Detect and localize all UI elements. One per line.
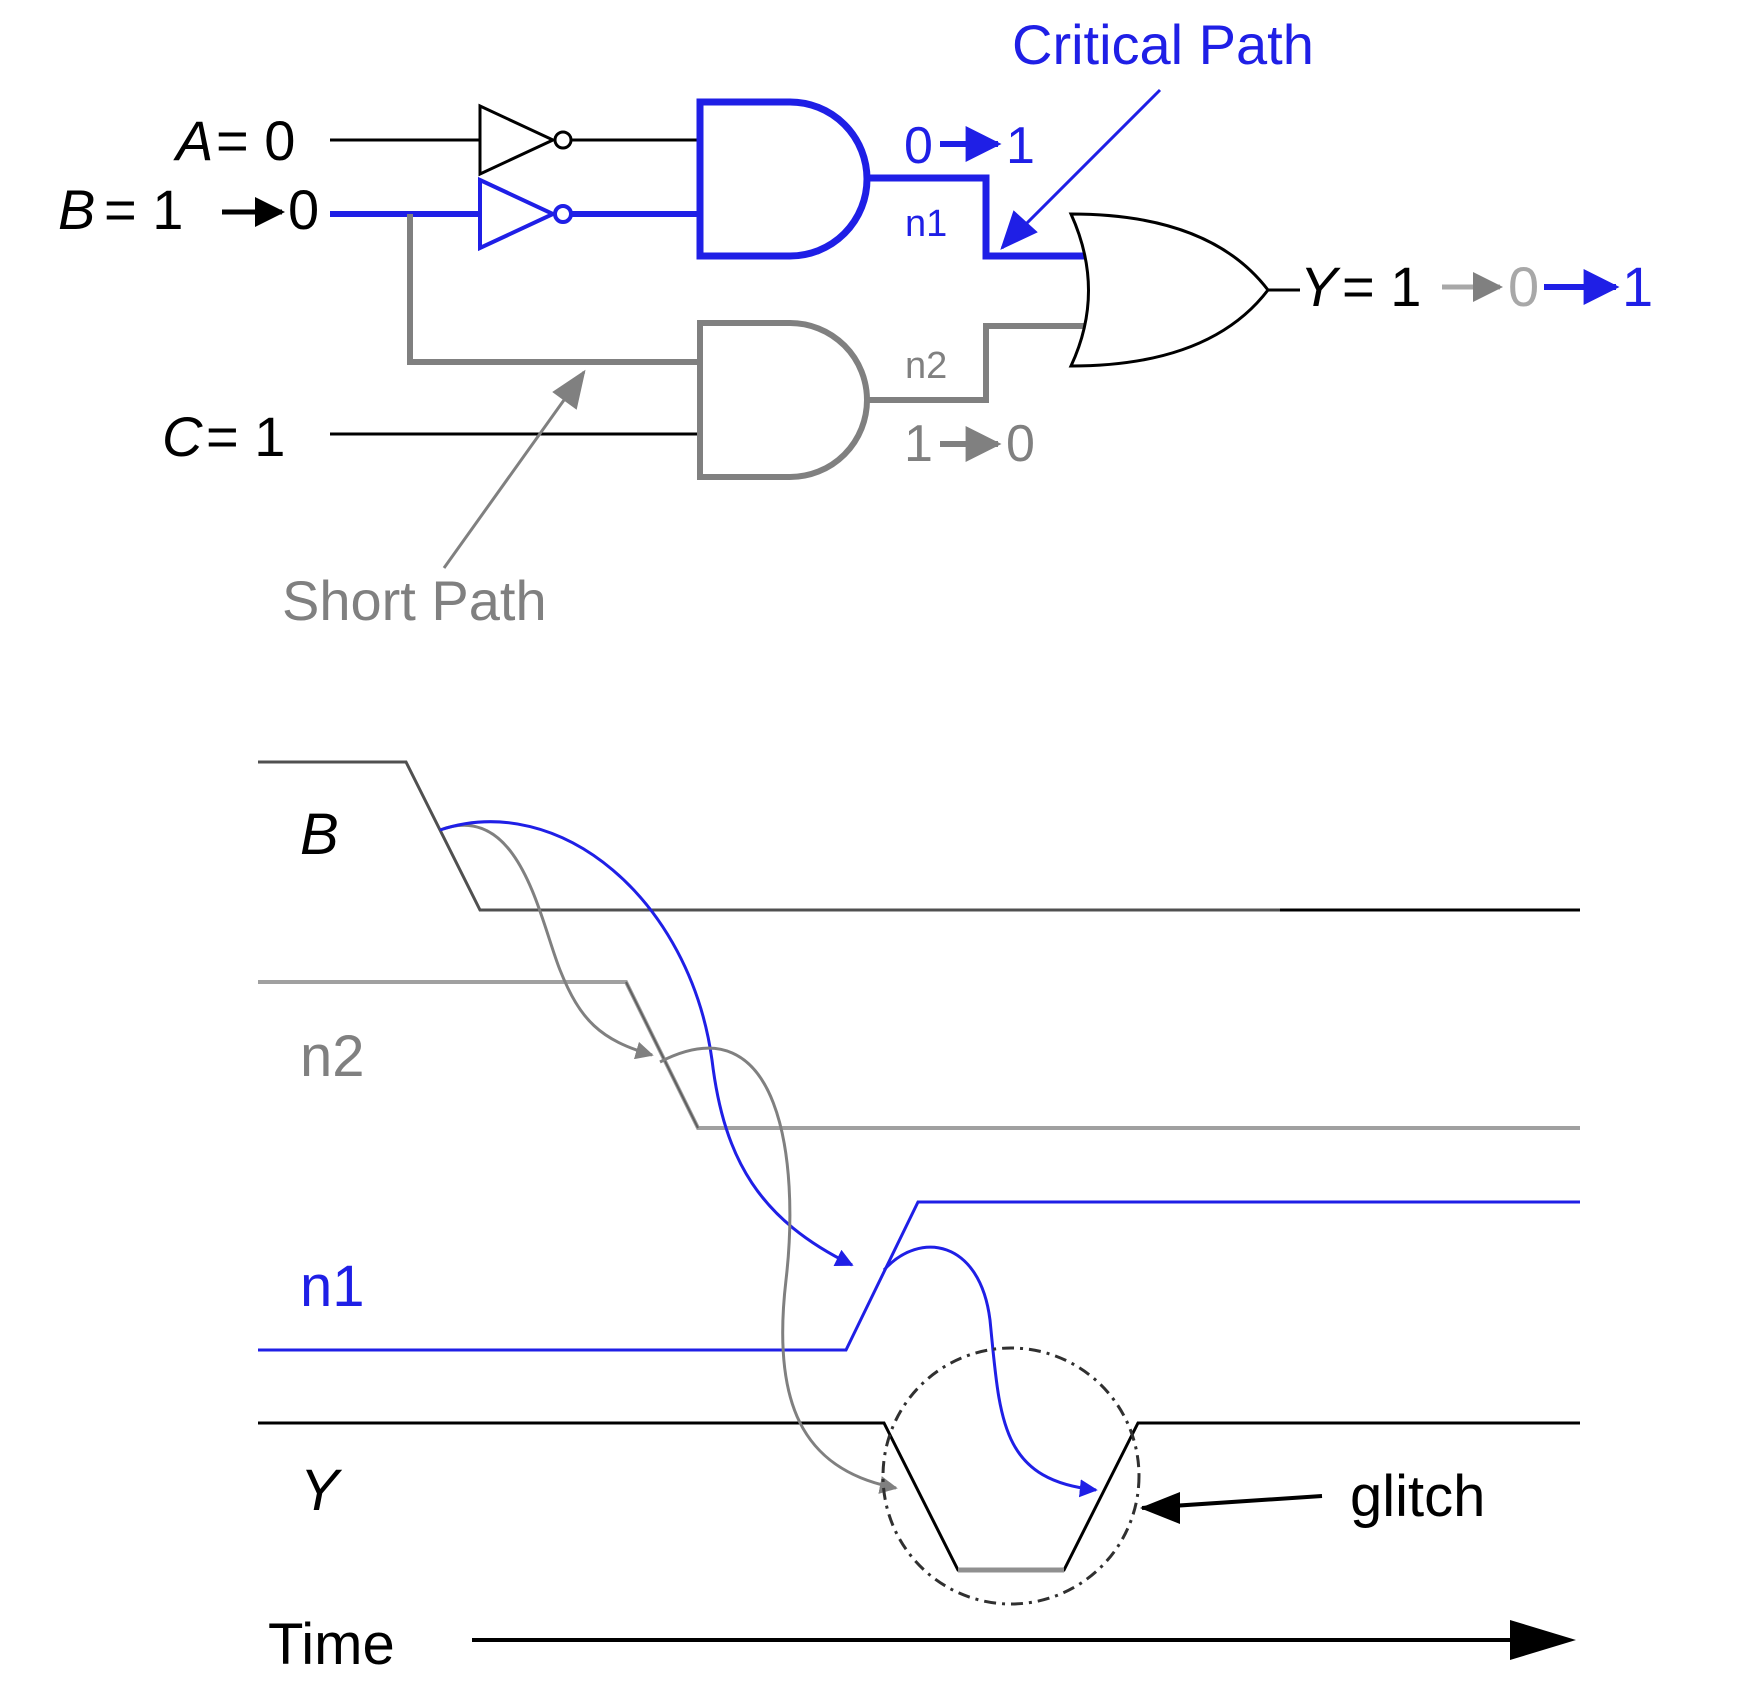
- waveform-b-label: B: [300, 802, 339, 867]
- causal-arrow-n1-to-y: [882, 1245, 1098, 1498]
- causal-arrow-b-to-n2: [439, 823, 654, 1060]
- wire-b-branch: [407, 214, 700, 365]
- circuit-schematic: A = 0 B = 1 0 C = 1: [58, 13, 1653, 632]
- or-gate: [1068, 212, 1270, 368]
- and-gate-2: [697, 320, 870, 480]
- waveform-n2: [258, 980, 1580, 1130]
- input-c-label: C = 1: [162, 405, 285, 468]
- input-b-name: B: [58, 178, 95, 241]
- output-y-name: Y: [1300, 255, 1341, 318]
- n2-label: n2: [905, 345, 947, 387]
- input-a-label: A = 0: [173, 109, 295, 172]
- critical-path-label: Critical Path: [1012, 13, 1314, 76]
- waveform-y-label: Y: [300, 1458, 343, 1523]
- n2-transition-label: 1 0: [904, 415, 1035, 473]
- causal-arrow-n2-to-y: [659, 1046, 898, 1494]
- inverter-b: [478, 176, 573, 252]
- waveform-n1-label: n1: [300, 1254, 365, 1319]
- short-path-arrowhead: [552, 369, 586, 410]
- critical-path-arrowhead: [1000, 210, 1038, 250]
- output-y-label: Y = 1 0 1: [1300, 255, 1653, 318]
- input-c-value: = 1: [206, 405, 285, 468]
- input-b-value: = 1: [104, 178, 183, 241]
- glitch-arrowhead: [1140, 1492, 1180, 1524]
- glitch-circle: [881, 1346, 1141, 1606]
- short-path-label: Short Path: [282, 569, 547, 632]
- wire-n2: [867, 323, 1090, 403]
- inverter-a: [478, 103, 573, 177]
- time-axis-arrowhead: [1510, 1620, 1576, 1660]
- critical-path-arrow: [1000, 88, 1162, 250]
- n1-label: n1: [905, 203, 947, 245]
- input-a-name: A: [173, 109, 213, 172]
- n1-from-value: 0: [904, 117, 933, 175]
- waveform-n1: [258, 1200, 1580, 1352]
- output-y-value: = 1: [1342, 255, 1421, 318]
- glitch-label: glitch: [1350, 1464, 1485, 1529]
- n2-from-value: 1: [904, 415, 933, 473]
- input-b-new-value: 0: [288, 178, 319, 241]
- and-gate-1: [696, 98, 871, 260]
- input-b-label: B = 1 0: [58, 178, 319, 241]
- n1-transition-label: 0 1: [904, 117, 1035, 175]
- output-y-mid-value: 0: [1508, 255, 1539, 318]
- input-c-name: C: [162, 405, 203, 468]
- wire-n1: [867, 174, 1090, 260]
- causal-arrow-b-to-n1: [439, 820, 854, 1267]
- n1-to-value: 1: [1006, 117, 1035, 175]
- output-y-final-value: 1: [1622, 255, 1653, 318]
- input-a-value: = 0: [216, 109, 295, 172]
- waveform-b: [258, 760, 1280, 912]
- timing-waveforms: B n2 n1 Y glitch Time: [258, 760, 1580, 1677]
- waveform-n2-label: n2: [300, 1024, 365, 1089]
- time-axis-label: Time: [268, 1612, 395, 1677]
- waveform-n2-shadow: [625, 981, 699, 1129]
- short-path-arrow: [442, 371, 586, 569]
- n2-to-value: 0: [1006, 415, 1035, 473]
